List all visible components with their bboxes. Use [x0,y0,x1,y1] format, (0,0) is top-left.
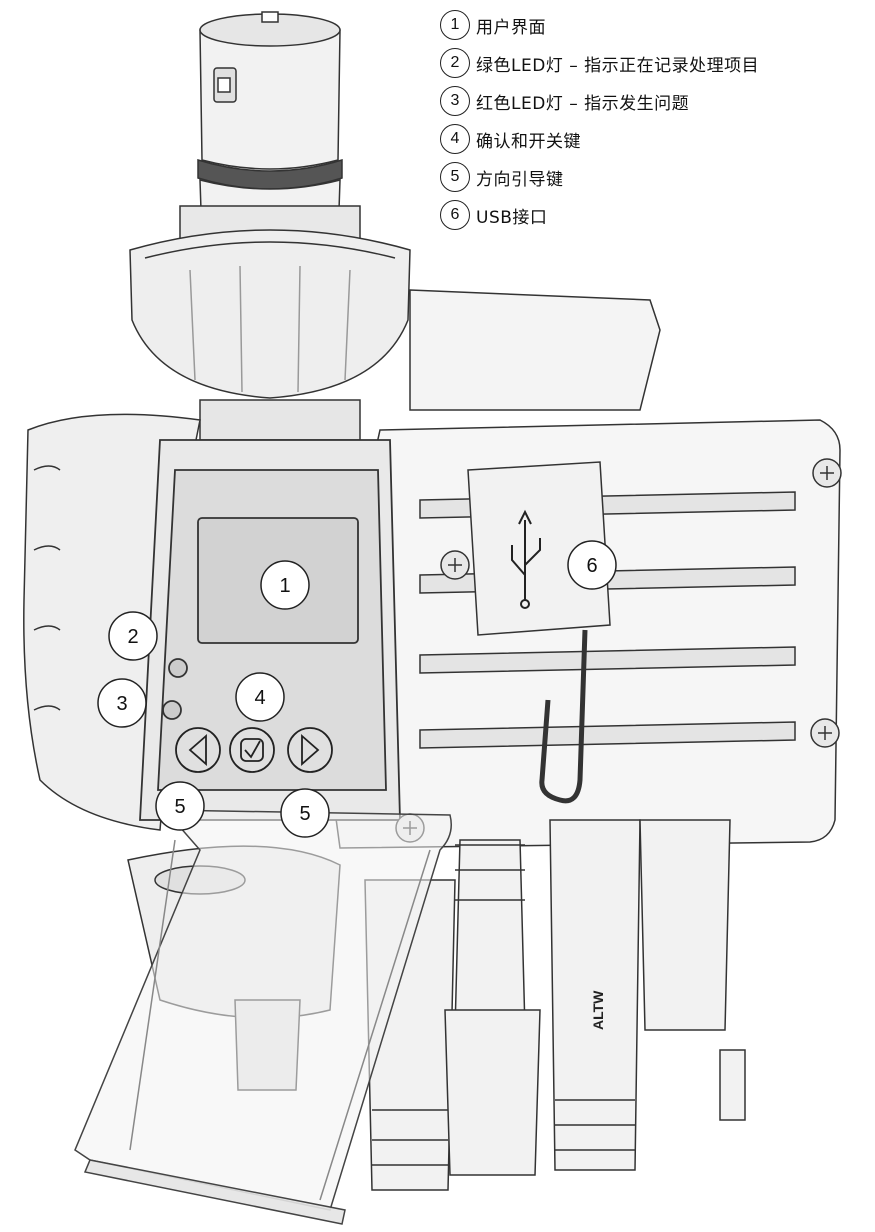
phillips-screw-icon [812,458,842,488]
sensor-top-cap [179,11,361,257]
legend-label: USB接口 [476,207,548,228]
svg-text:5: 5 [299,803,310,825]
legend-label: 绿色LED灯 – 指示正在记录处理项目 [476,55,760,76]
legend-number: 4 [440,124,470,154]
main-body [319,419,841,849]
svg-text:2: 2 [127,626,138,648]
callout-3: 3 [97,678,147,728]
phillips-screw-icon [810,718,840,748]
svg-text:4: 4 [254,687,265,709]
svg-text:1: 1 [279,575,290,597]
svg-text:6: 6 [586,555,597,577]
legend-number: 5 [440,162,470,192]
legend-number: 1 [440,10,470,40]
green-led [168,658,188,678]
left-button[interactable] [175,727,221,773]
svg-text:5: 5 [174,796,185,818]
callout-6: 6 [567,540,617,590]
ring-nut [129,229,411,399]
callout-5-left: 5 [155,781,205,831]
right-button[interactable] [287,727,333,773]
callout-2: 2 [108,611,158,661]
front-panel [139,439,401,821]
connectors: ALTW [364,819,746,1191]
legend-number: 6 [440,200,470,230]
usb-icon [511,509,541,609]
legend-item-5: 5 方向引导键 [440,158,870,196]
legend-item-4: 4 确认和开关键 [440,120,870,158]
enter-button[interactable] [229,727,275,773]
transparent-flip-cover[interactable] [74,809,452,1225]
phillips-screw-icon [440,550,470,580]
keypad [175,727,333,773]
legend-label: 红色LED灯 – 指示发生问题 [476,93,690,114]
left-arrow-icon [188,734,207,766]
legend-label: 用户界面 [476,17,546,38]
legend-label: 方向引导键 [476,169,564,190]
usb-cable [539,629,588,804]
usb-port-cover[interactable] [467,461,611,804]
legend-number: 3 [440,86,470,116]
callout-4: 4 [235,672,285,722]
legend-item-2: 2 绿色LED灯 – 指示正在记录处理项目 [440,44,870,82]
checkmark-icon [244,740,261,759]
legend: 1 用户界面 2 绿色LED灯 – 指示正在记录处理项目 3 红色LED灯 – … [440,6,870,234]
legend-item-1: 1 用户界面 [440,6,870,44]
legend-item-3: 3 红色LED灯 – 指示发生问题 [440,82,870,120]
callout-1: 1 [260,560,310,610]
right-arrow-icon [301,734,320,766]
callout-5-right: 5 [280,788,330,838]
legend-label: 确认和开关键 [476,131,581,152]
svg-text:3: 3 [116,693,127,715]
red-led [162,700,182,720]
legend-number: 2 [440,48,470,78]
connector-label: ALTW [590,990,606,1030]
legend-item-6: 6 USB接口 [440,196,870,234]
